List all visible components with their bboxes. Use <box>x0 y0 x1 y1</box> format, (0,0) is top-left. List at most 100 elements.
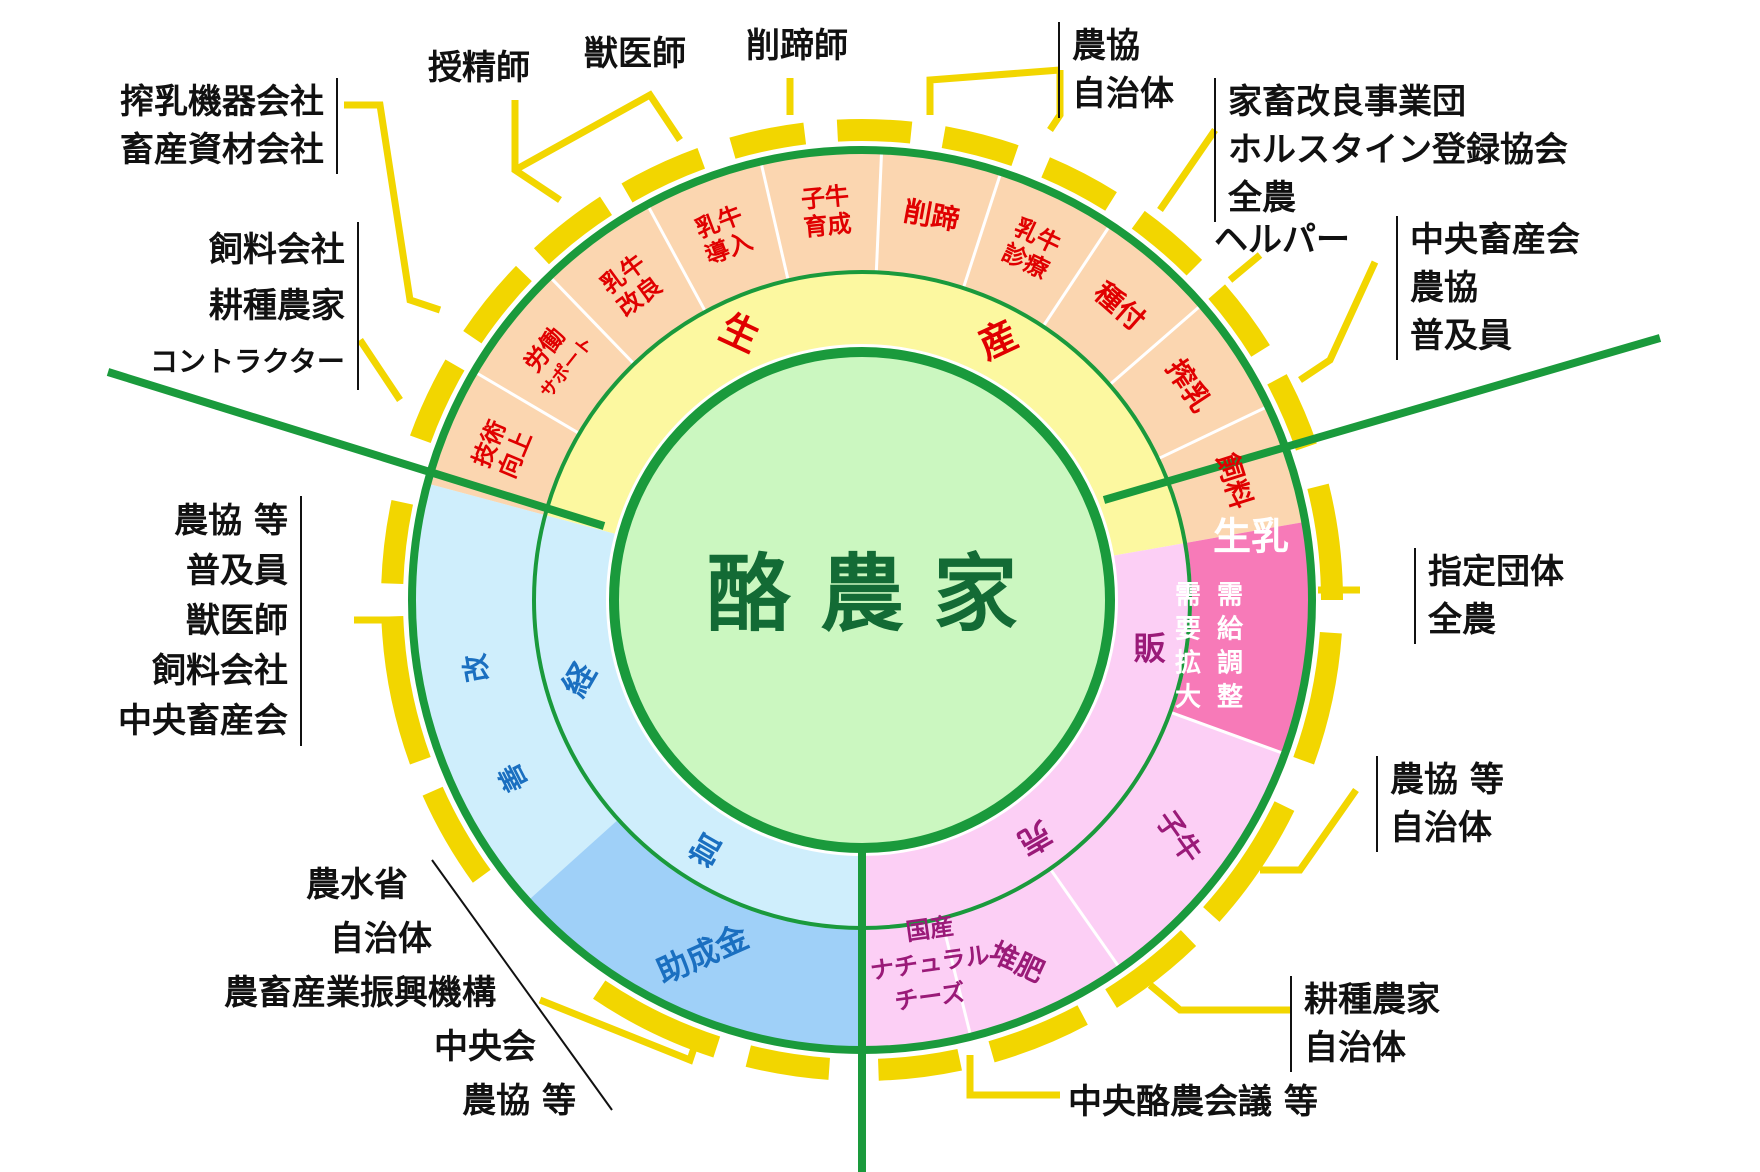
yellow-arc-segment <box>729 122 807 159</box>
label-line: 指定団体 <box>1428 552 1564 592</box>
spoke-left <box>106 368 606 530</box>
label-line: 中央会 <box>434 1027 536 1067</box>
label-vet: 獣医師 <box>584 34 686 74</box>
yellow-connector <box>513 90 683 174</box>
label-management-left: 農協 等 普及員 獣医師 飼料会社 中央畜産会 <box>118 496 302 746</box>
yellow-arc-segment <box>1307 483 1343 601</box>
yellow-arc-segment <box>1131 210 1203 276</box>
label-line: 農水省 <box>306 865 408 905</box>
yellow-arc-segment <box>593 980 721 1058</box>
green-structure <box>106 146 1662 1172</box>
milk-sub-char: 需 <box>1175 581 1201 611</box>
yellow-arc-segment <box>410 359 465 444</box>
yellow-connector <box>1047 70 1064 132</box>
production-item-band <box>427 150 1306 544</box>
label-line: 農協 等 <box>174 501 288 541</box>
label-feed-left: 飼料会社 耕種農家 コントラクター <box>150 222 359 390</box>
label-line: 中央畜産会 <box>1410 220 1580 260</box>
label-line: 農畜産業振興機構 <box>224 973 496 1013</box>
label-line: 農協 等 <box>1390 760 1504 800</box>
yellow-connector <box>1298 260 1379 383</box>
yellow-connector <box>357 338 403 402</box>
milk-label: 生乳 <box>1213 514 1289 558</box>
improvement-char: 改 <box>458 651 495 684</box>
yellow-arc-segment <box>381 615 431 765</box>
yellow-connector <box>926 66 1061 115</box>
item-divider <box>1157 404 1269 461</box>
milk-sub-char: 給 <box>1217 614 1244 645</box>
yellow-arc-segment <box>1041 157 1117 211</box>
label-breeding-orgs: 家畜改良事業団 ホルスタイン登録協会 全農 <box>1214 78 1568 222</box>
milk-sub-char: 調 <box>1217 648 1243 679</box>
yellow-connector <box>344 101 442 314</box>
ring-sectors <box>411 150 1312 1051</box>
subsidy-slash <box>431 859 613 1111</box>
milk-sub-char: 整 <box>1217 682 1243 713</box>
label-line: 普及員 <box>1410 316 1512 356</box>
yellow-arc-segment <box>988 1005 1088 1063</box>
label-inseminator: 授精師 <box>428 48 530 88</box>
label-central-top: 中央畜産会 農協 普及員 <box>1396 216 1580 360</box>
label-line: 全農 <box>1228 178 1296 218</box>
label-line: ホルスタイン登録協会 <box>1228 130 1568 170</box>
label-line: 搾乳機器会社 <box>120 82 324 122</box>
yellow-connector <box>1260 787 1359 874</box>
item-divider <box>759 161 790 281</box>
milk-sub-char: 拡 <box>1175 649 1201 679</box>
milk-sub-char: 大 <box>1175 683 1201 713</box>
yellow-connectors <box>344 66 1379 1099</box>
yellow-arc-segment <box>381 499 414 585</box>
label-line: 中央畜産会 <box>118 701 288 741</box>
label-line: 自治体 <box>330 919 432 959</box>
milk-sub-char: 需 <box>1217 581 1243 611</box>
sales-divider <box>939 917 973 1037</box>
label-line: コントラクター <box>150 345 345 378</box>
yellow-connector <box>1227 252 1263 283</box>
yellow-arc-segment <box>745 1045 831 1080</box>
yellow-connector <box>538 996 704 1065</box>
center-label: 酪 農 家 <box>707 545 1018 643</box>
label-line: 獣医師 <box>186 601 288 641</box>
sales-divider <box>1169 710 1286 756</box>
label-line: 畜産資材会社 <box>120 130 324 170</box>
milk-sector <box>1172 521 1312 754</box>
yellow-arc-segment <box>533 196 613 265</box>
production-item-label: 育成 <box>802 209 852 241</box>
item-divider <box>548 275 636 366</box>
yellow-arc-segment <box>941 126 1019 167</box>
item-divider <box>1041 223 1112 328</box>
label-line: 自治体 <box>1390 808 1492 848</box>
label-line: 自治体 <box>1072 74 1174 114</box>
yellow-arc-segment <box>877 1048 963 1081</box>
item-divider <box>961 171 1003 289</box>
milk-sub-char: 要 <box>1175 615 1201 645</box>
label-line: 普及員 <box>186 551 288 591</box>
label-line: 家畜改良事業団 <box>1228 82 1466 122</box>
label-line: 飼料会社 <box>208 230 345 270</box>
sales-divider <box>1048 867 1122 970</box>
label-line: 自治体 <box>1304 1028 1406 1068</box>
label-line: 農協 等 <box>462 1081 576 1121</box>
label-line: 耕種農家 <box>208 286 345 326</box>
label-hoof-trimmer: 削蹄師 <box>746 26 848 66</box>
yellow-arc-segment <box>422 786 491 883</box>
yellow-connector <box>1157 128 1218 212</box>
label-manure-right: 耕種農家 自治体 <box>1290 976 1440 1072</box>
yellow-connector <box>1147 982 1290 1014</box>
label-cheese-bottom: 中央酪農会議 等 <box>1068 1082 1318 1122</box>
label-milking-equipment: 搾乳機器会社 畜産資材会社 <box>120 78 338 174</box>
label-line: 農協 <box>1072 26 1140 66</box>
yellow-arc-segment <box>1203 801 1295 922</box>
label-line: 全農 <box>1428 600 1496 640</box>
yellow-connector <box>966 1055 1060 1099</box>
cheese-label: 国産 <box>904 912 955 946</box>
yellow-arc-segment <box>621 148 706 203</box>
item-divider <box>645 203 707 313</box>
yellow-arc-segment <box>463 265 532 344</box>
label-line: 耕種農家 <box>1304 980 1440 1020</box>
label-calf-right: 農協 等 自治体 <box>1376 756 1504 852</box>
item-divider <box>473 370 581 435</box>
sales-char: 販 <box>1134 630 1167 668</box>
yellow-arc-segment <box>1208 284 1270 357</box>
